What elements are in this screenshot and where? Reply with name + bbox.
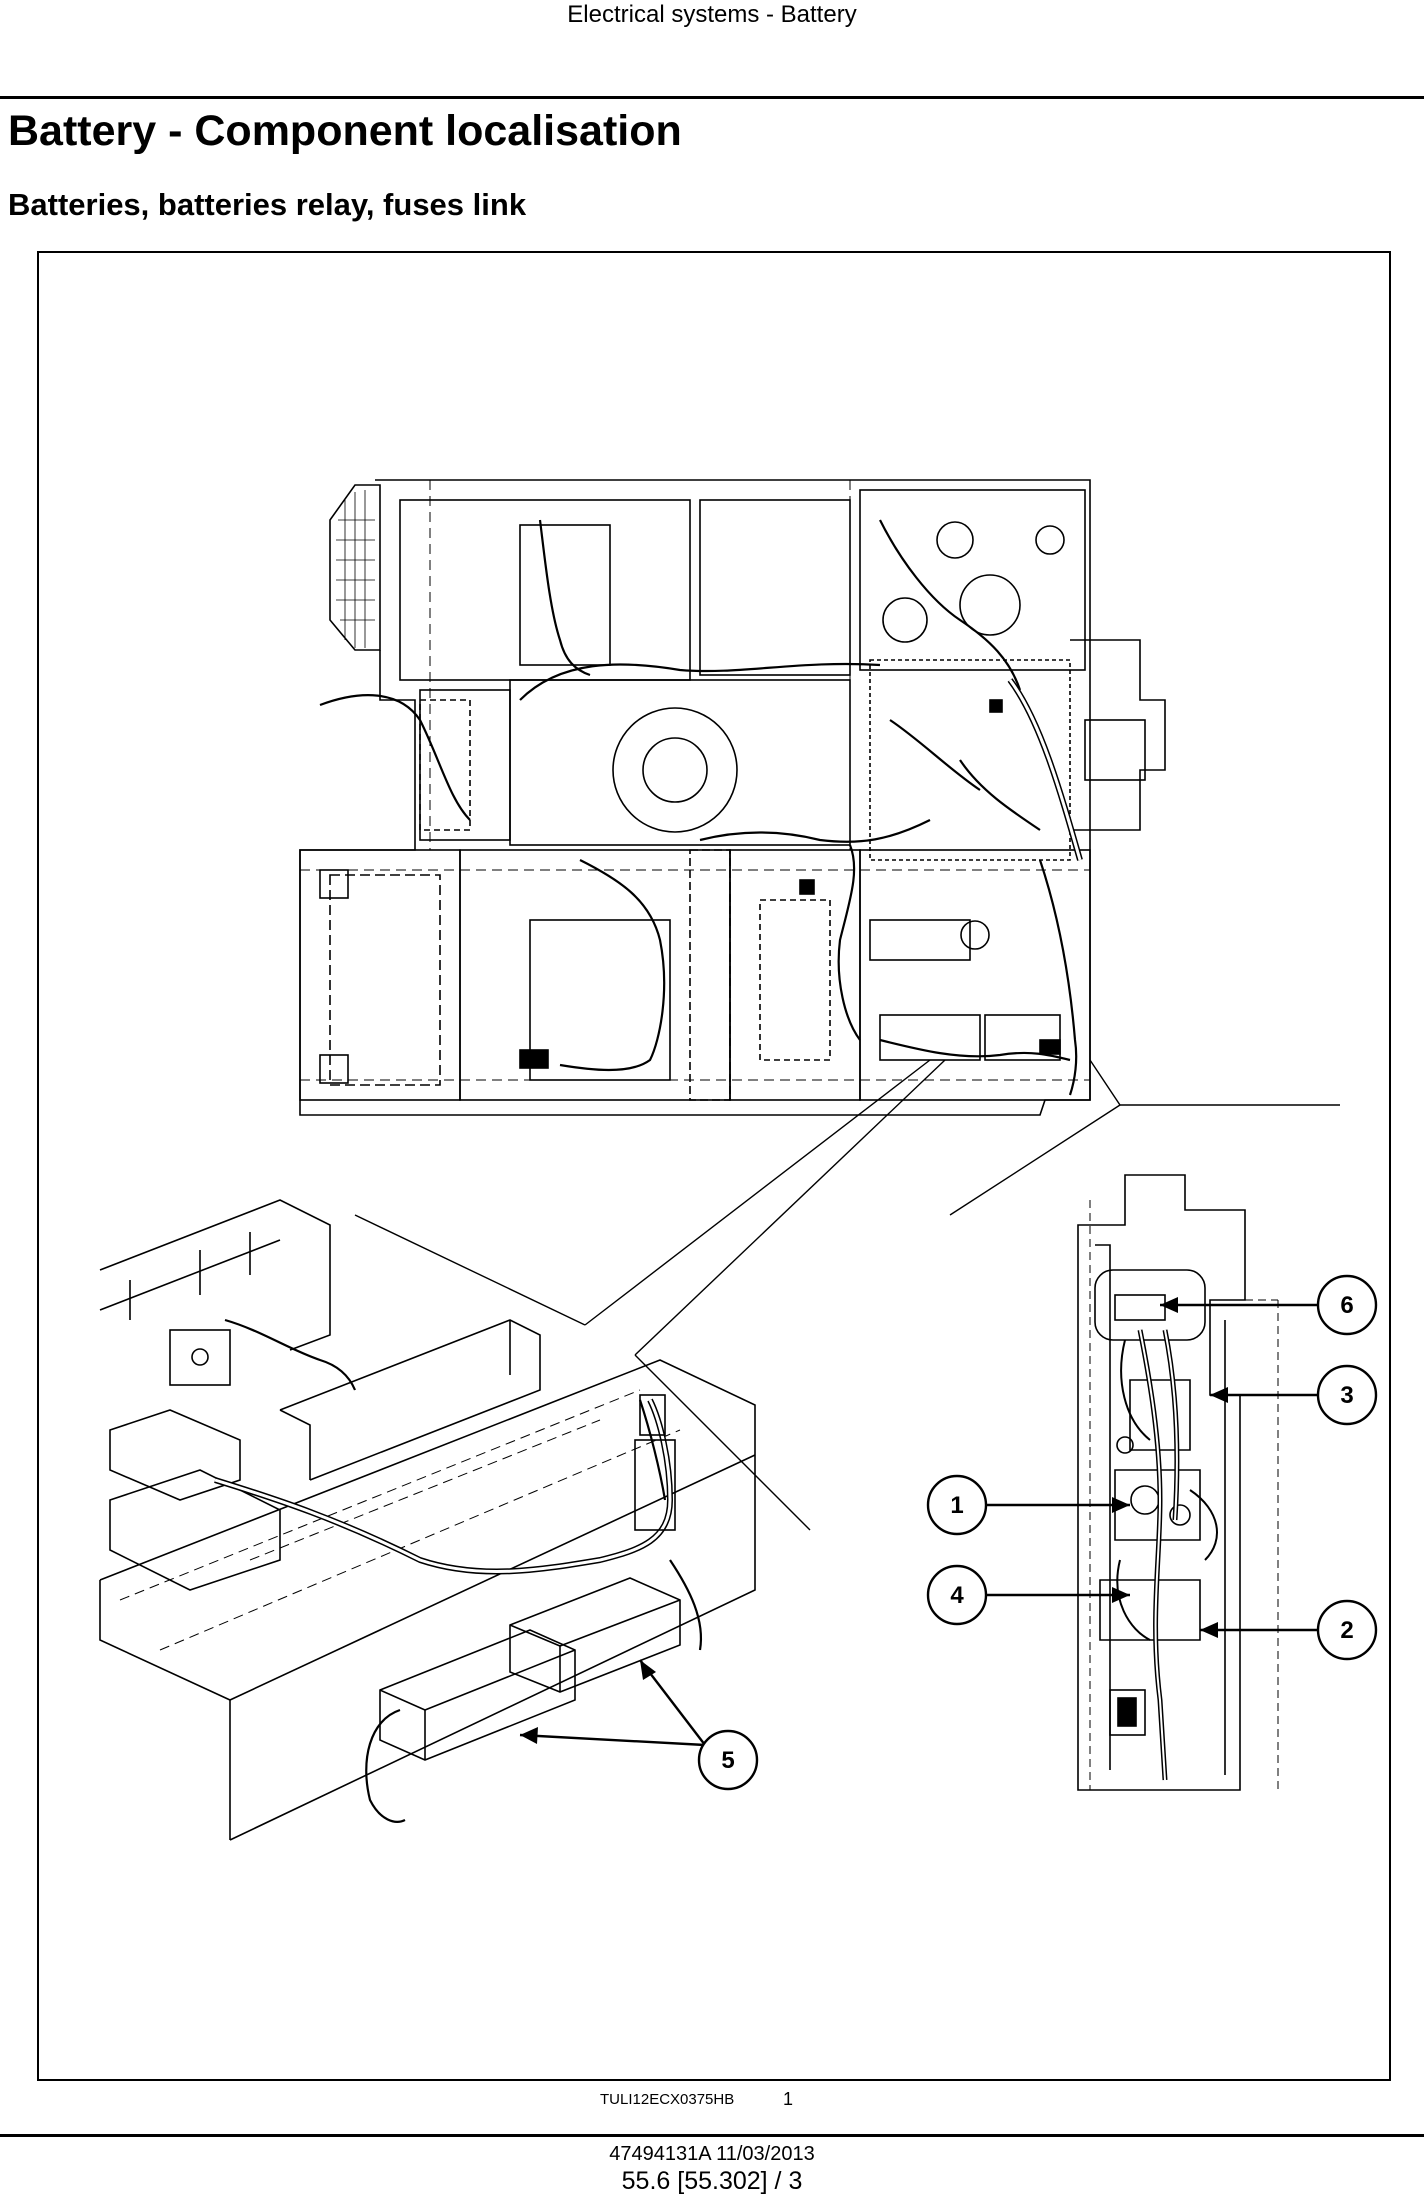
header-rule (0, 96, 1424, 99)
callout-5: 5 (697, 1729, 759, 1791)
callout-1: 1 (926, 1474, 988, 1536)
relay-detail-view (1077, 1174, 1279, 1791)
figure-frame (37, 251, 1391, 2081)
callout-1-label: 1 (950, 1492, 963, 1519)
figure-number: 1 (783, 2089, 794, 2109)
callout-6-label: 6 (1340, 1292, 1353, 1319)
footer-rule (0, 2134, 1424, 2137)
figure-reference-code: TULI12ECX0375HB (600, 2091, 735, 2108)
section-subtitle: Batteries, batteries relay, fuses link (8, 187, 527, 222)
battery-isometric-view (99, 1199, 756, 1841)
callout-4: 4 (926, 1564, 988, 1626)
document-reference: 47494131A 11/03/2013 (609, 2143, 815, 2165)
callout-3-label: 3 (1340, 1382, 1353, 1409)
running-header: Electrical systems - Battery (567, 1, 857, 28)
callout-4-label: 4 (950, 1582, 964, 1609)
callout-5-label: 5 (721, 1747, 734, 1774)
chassis-top-view (299, 479, 1166, 1116)
section-title: Battery - Component localisation (8, 107, 682, 155)
page-reference: 55.6 [55.302] / 3 (621, 2167, 803, 2195)
callouts: 6 3 1 4 2 5 (697, 1274, 1378, 1791)
callout-2: 2 (1316, 1599, 1378, 1661)
callout-2-label: 2 (1340, 1617, 1353, 1644)
callout-6: 6 (1316, 1274, 1378, 1336)
callout-3: 3 (1316, 1364, 1378, 1426)
